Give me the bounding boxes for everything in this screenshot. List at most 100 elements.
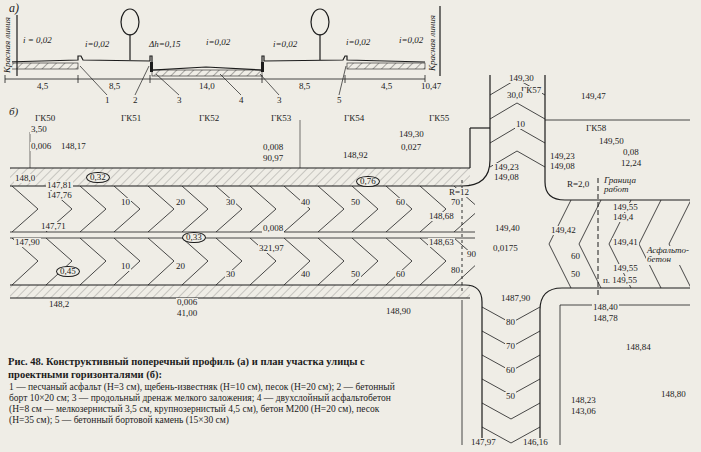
plan-label: 50 [570, 270, 581, 279]
plan-label: 0,006 [30, 142, 52, 151]
plan-label: 80 [450, 266, 461, 275]
plan-label: 148,2 [48, 300, 70, 309]
plan-label: 146,16 [522, 438, 549, 447]
plan-label: 2 [132, 96, 139, 105]
slope-mark: 0,76 [356, 176, 380, 187]
plan-label: 147,81 [46, 181, 73, 190]
plan-label: 149,23 [549, 152, 576, 161]
plan-label: 3 [176, 96, 183, 105]
plan-label: 143,06 [570, 407, 597, 416]
plan-label: 148,63 [428, 238, 455, 247]
plan-label: 1487,90 [500, 294, 531, 303]
plan-label: б) [8, 106, 19, 118]
plan-label: 8,5 [298, 82, 311, 91]
plan-label: 148,92 [342, 151, 369, 160]
plan-label: 147,90 [14, 238, 41, 247]
plan-label: 0,006 [176, 298, 198, 307]
plan-label: 0,027 [400, 143, 422, 152]
plan-label: 149,30 [398, 130, 425, 139]
plan-label: 50 [350, 198, 361, 207]
plan-label: 0,08 [622, 148, 640, 157]
plan-label: 149,40 [494, 224, 521, 233]
plan-label: Красная линия [3, 16, 12, 74]
plan-label: 149,08 [549, 162, 576, 171]
plan-label: 149,23 [493, 163, 520, 172]
figure-caption: Рис. 48. Конструктивный поперечный профи… [8, 356, 398, 381]
plan-label: 149,42 [550, 226, 577, 235]
plan-label: R=12 [448, 188, 470, 197]
plan-label: Красная линия [428, 14, 437, 72]
plan-label: 148,80 [660, 390, 687, 399]
plan-label: 90 [466, 250, 477, 259]
plan-label: 60 [505, 366, 516, 375]
plan-label: 10 [120, 198, 131, 207]
plan-label: 149,08 [493, 173, 520, 182]
slope-mark: 0,32 [86, 172, 110, 183]
plan-label: 41,00 [176, 309, 198, 318]
plan-label: Δh=0,15 [148, 40, 182, 49]
plan-label: 60 [395, 198, 406, 207]
plan-label: 90,97 [262, 154, 284, 163]
plan-label: 147,71 [40, 222, 67, 231]
plan-label: ГК55 [428, 114, 450, 123]
plan-label: 30 [225, 198, 236, 207]
plan-label: 148,68 [428, 212, 455, 221]
plan-label: 149,55 [612, 203, 639, 212]
plan-label: 30,0 [506, 91, 524, 100]
plan-label: 50 [505, 392, 516, 401]
plan-label: 3 [276, 96, 283, 105]
plan-label: 20 [175, 198, 186, 207]
plan-label: Граница работ [603, 176, 645, 195]
plan-label: п. 149,55 [602, 276, 638, 285]
plan-label: 321,97 [258, 244, 285, 253]
plan-label: а) [8, 2, 20, 15]
plan-label: 60 [570, 252, 581, 261]
plan-label: 0,008 [262, 224, 284, 233]
plan-label: 4 [238, 96, 245, 105]
plan-label: i=0,02 [398, 36, 424, 45]
plan-label: 10 [515, 120, 526, 129]
plan-label: 60 [395, 270, 406, 279]
legend-note: 1 — песчаный асфальт (H=3 см), щебень-из… [8, 382, 400, 426]
plan-label: 148,0 [14, 174, 36, 183]
plan-label: ГК54 [343, 114, 365, 123]
plan-label: 149,30 [508, 74, 535, 83]
plan-label: ГК51 [120, 114, 142, 123]
plan-label: 4,5 [380, 82, 393, 91]
plan-label: 40 [300, 198, 311, 207]
plan-label: 40 [300, 270, 311, 279]
plan-label: 149,55 [612, 264, 639, 273]
plan-label: ГК58 [585, 124, 607, 133]
plan-label: 30 [225, 270, 236, 279]
plan-label: 147,97 [470, 438, 497, 447]
plan-label: R=2,0 [566, 180, 590, 189]
plan-label: 70 [505, 342, 516, 351]
plan-label: 70 [450, 198, 461, 207]
plan-label: 148,23 [570, 396, 597, 405]
plan-label: i = 0,02 [22, 36, 53, 45]
plan-label: 148,78 [592, 314, 619, 323]
slope-mark: 0,45 [56, 266, 80, 277]
plan-label: 148,84 [625, 343, 652, 352]
plan-label: 147,76 [46, 191, 73, 200]
plan-label: 0,008 [262, 143, 284, 152]
plan-label: 8,5 [108, 82, 121, 91]
plan-label: 0,0175 [492, 244, 519, 253]
plan-label: 5 [336, 96, 343, 105]
plan-label: ГК53 [270, 114, 292, 123]
plan-label: 3,50 [30, 125, 48, 134]
plan-label: ГК52 [198, 114, 220, 123]
plan-label: i=0,02 [345, 38, 371, 47]
plan-label: 1 [104, 96, 111, 105]
plan-label: 148,17 [60, 142, 87, 151]
plan-label: 14,0 [198, 82, 216, 91]
plan-label: 149,41 [612, 238, 639, 247]
plan-label: i=0,02 [272, 40, 298, 49]
plan-label: 10 [120, 262, 131, 271]
plan-label: i=0,02 [84, 40, 110, 49]
plan-label: Асфальто-бетон [646, 246, 694, 265]
plan-label: 149,4 [612, 213, 634, 222]
plan-label: ГК50 [34, 114, 56, 123]
plan-label: 149,50 [598, 137, 625, 146]
slope-mark: 0,33 [182, 232, 206, 243]
